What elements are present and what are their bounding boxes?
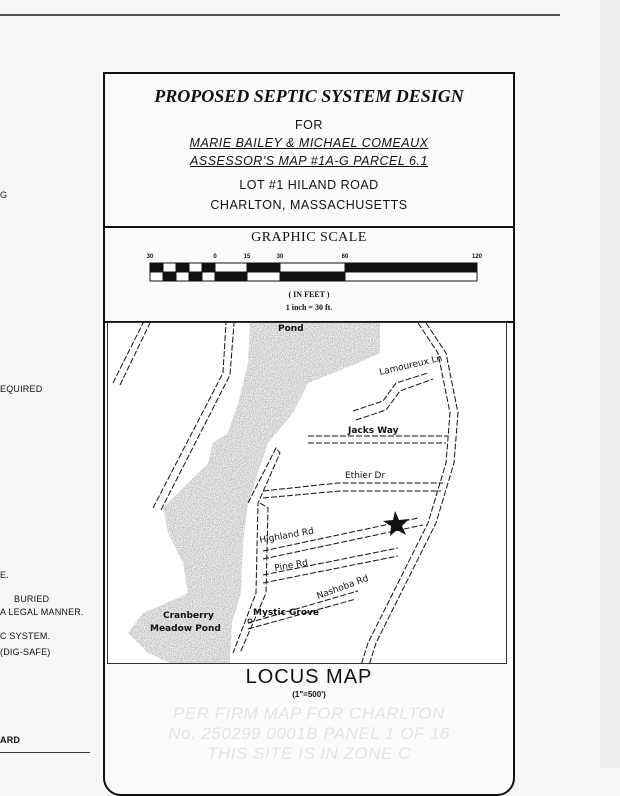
bleed-through-text: No. 250299 0001B PANEL 1 OF 16	[168, 724, 450, 743]
scale-tick: 30	[276, 254, 284, 260]
map-label: Meadow Pond	[150, 624, 221, 634]
locus-map: Pond Lamoureux Ln Jacks Way Ethier Dr Hi…	[107, 322, 507, 664]
map-label: Mystic Grove	[253, 608, 319, 618]
left-note: E.	[0, 570, 9, 580]
scale-tick: 60	[341, 254, 349, 260]
scale-bar	[149, 262, 478, 282]
star-icon	[383, 511, 409, 536]
scale-title: GRAPHIC SCALE	[251, 230, 367, 245]
scale-tick: 120	[471, 254, 483, 260]
scale-ratio: 1 inch = 30 ft.	[285, 303, 333, 312]
title-block-frame: PROPOSED SEPTIC SYSTEM DESIGN FOR MARIE …	[103, 72, 515, 796]
mystic-grove-point	[247, 618, 253, 624]
map-label: Cranberry	[163, 611, 214, 621]
title-for: FOR	[295, 118, 323, 132]
top-border-line	[0, 14, 560, 16]
town: CHARLTON, MASSACHUSETTS	[210, 198, 408, 212]
locus-map-scale: (1"=500')	[292, 690, 326, 699]
left-note: G	[0, 190, 8, 200]
signature-line	[0, 752, 90, 753]
parcel-id: ASSESSOR'S MAP #1A-G PARCEL 6.1	[190, 154, 428, 168]
scale-tick: 15	[243, 254, 251, 260]
left-note: EQUIRED	[0, 384, 43, 394]
map-label: Pond	[278, 324, 304, 334]
map-label: Lamoureux Ln	[378, 354, 443, 378]
map-label: Nashoba Rd	[316, 574, 370, 602]
document-title: PROPOSED SEPTIC SYSTEM DESIGN	[154, 86, 464, 106]
left-note: BURIED	[14, 594, 50, 604]
left-note: C SYSTEM.	[0, 631, 51, 641]
owner-names: MARIE BAILEY & MICHAEL COMEAUX	[189, 136, 429, 150]
page-edge	[600, 0, 620, 768]
pond-water	[128, 323, 380, 663]
scale-tick: 30	[146, 254, 154, 260]
left-note: (DIG-SAFE)	[0, 647, 51, 657]
scale-unit: ( IN FEET )	[288, 290, 330, 299]
left-note: ARD	[0, 735, 21, 745]
scale-tick: 0	[213, 254, 217, 260]
left-note: A LEGAL MANNER.	[0, 607, 84, 617]
map-label: Ethier Dr	[345, 471, 385, 481]
lot-address: LOT #1 HILAND ROAD	[239, 178, 379, 192]
map-label: Jacks Way	[347, 426, 399, 436]
bleed-through-text: PER FIRM MAP FOR CHARLTON	[173, 704, 445, 723]
locus-map-title: LOCUS MAP	[245, 666, 373, 688]
locus-map-drawing: Pond Lamoureux Ln Jacks Way Ethier Dr Hi…	[112, 323, 459, 663]
graphic-scale: GRAPHIC SCALE 30 0 15 30 60 120 ( IN FEE…	[105, 226, 513, 323]
bleed-through-text: THIS SITE IS IN ZONE C	[207, 744, 411, 763]
map-label: Pine Rd	[274, 558, 309, 574]
map-label: Highland Rd	[259, 527, 315, 546]
title-block: PROPOSED SEPTIC SYSTEM DESIGN FOR MARIE …	[105, 74, 513, 228]
